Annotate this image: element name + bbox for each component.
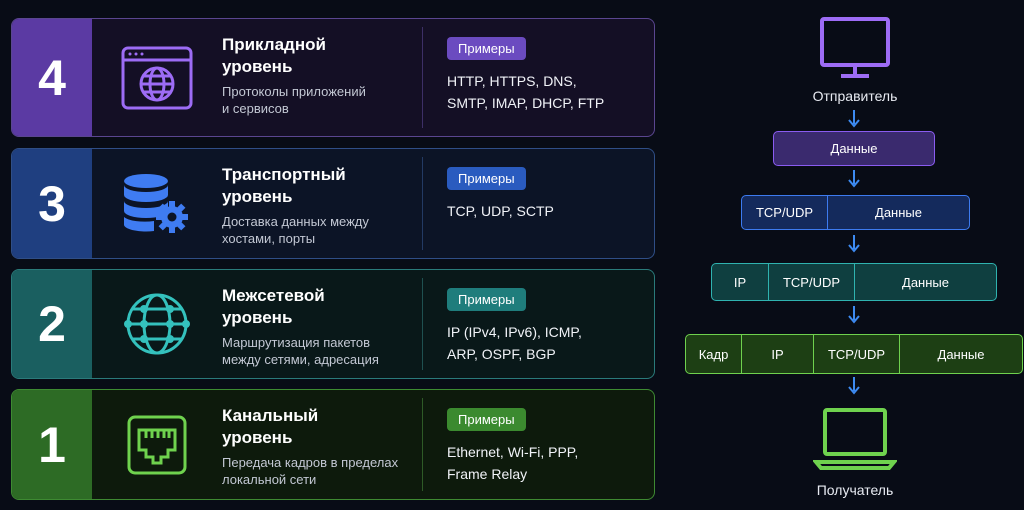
layer-title: Канальный уровень xyxy=(222,406,319,447)
segment-data: Данные xyxy=(937,346,985,362)
segment-data: Данные xyxy=(902,274,949,290)
layer-subtitle: Доставка данных между хостами, порты xyxy=(222,214,369,246)
segment-data: Данные xyxy=(830,141,878,156)
arrow-down-icon xyxy=(848,377,860,395)
divider xyxy=(422,278,423,370)
layer-subtitle: Маршрутизация пакетов между сетями, адре… xyxy=(222,335,379,367)
packet-row-link: Кадр IP TCP/UDP Данные xyxy=(685,334,1023,374)
examples-text: IP (IPv4, IPv6), ICMP, ARP, OSPF, BGP xyxy=(447,324,582,362)
examples-badge: Примеры xyxy=(447,408,526,431)
ethernet-port-icon xyxy=(92,390,222,499)
layer-title: Межсетевой уровень xyxy=(222,286,325,327)
divider xyxy=(422,27,423,128)
arrow-down-icon xyxy=(848,170,860,188)
layer-row-link: 1 Канальный уровень Передача кадров в пр… xyxy=(11,389,655,500)
examples-text: HTTP, HTTPS, DNS, SMTP, IMAP, DHCP, FTP xyxy=(447,73,605,111)
packet-row-data: Данные xyxy=(773,131,935,166)
examples-badge: Примеры xyxy=(447,167,526,190)
examples-badge: Примеры xyxy=(447,37,526,60)
arrow-down-icon xyxy=(848,235,860,253)
browser-globe-icon xyxy=(92,19,222,136)
packet-row-transport: TCP/UDP Данные xyxy=(741,195,970,230)
segment-frame: Кадр xyxy=(686,335,742,373)
sender-label: Отправитель xyxy=(812,88,898,104)
examples-badge: Примеры xyxy=(447,288,526,311)
layer-title: Транспортный уровень xyxy=(222,165,346,206)
layer-subtitle: Передача кадров в пределах локальной сет… xyxy=(222,455,399,487)
segment-ip: IP xyxy=(742,335,814,373)
layer-title: Прикладной уровень xyxy=(222,35,326,76)
segment-tcp-udp: TCP/UDP xyxy=(814,335,900,373)
layer-row-internet: 2 Межсетевой уровень Маршрутизация пакет… xyxy=(11,269,655,379)
layer-row-transport: 3 xyxy=(11,148,655,259)
layer-number: 3 xyxy=(12,149,92,258)
segment-ip: IP xyxy=(712,264,769,300)
divider xyxy=(422,398,423,491)
receiver-label: Получатель xyxy=(816,482,894,498)
layer-number: 1 xyxy=(12,390,92,499)
receiver-laptop-icon xyxy=(811,406,899,475)
packet-row-internet: IP TCP/UDP Данные xyxy=(711,263,997,301)
divider xyxy=(422,157,423,250)
network-globe-icon xyxy=(92,270,222,378)
segment-tcp-udp: TCP/UDP xyxy=(769,264,855,300)
arrow-down-icon xyxy=(848,110,860,128)
layer-number: 2 xyxy=(12,270,92,378)
segment-data: Данные xyxy=(875,205,922,220)
layer-row-application: 4 Прикладной уровень Протоколы приложени… xyxy=(11,18,655,137)
arrow-down-icon xyxy=(848,306,860,324)
layer-subtitle: Протоколы приложений и сервисов xyxy=(222,84,366,116)
examples-text: Ethernet, Wi-Fi, PPP, Frame Relay xyxy=(447,444,579,482)
database-gear-icon xyxy=(92,149,222,258)
layer-number: 4 xyxy=(12,19,92,136)
examples-text: TCP, UDP, SCTP xyxy=(447,203,554,219)
segment-tcp-udp: TCP/UDP xyxy=(742,196,828,229)
sender-monitor-icon xyxy=(819,16,891,87)
